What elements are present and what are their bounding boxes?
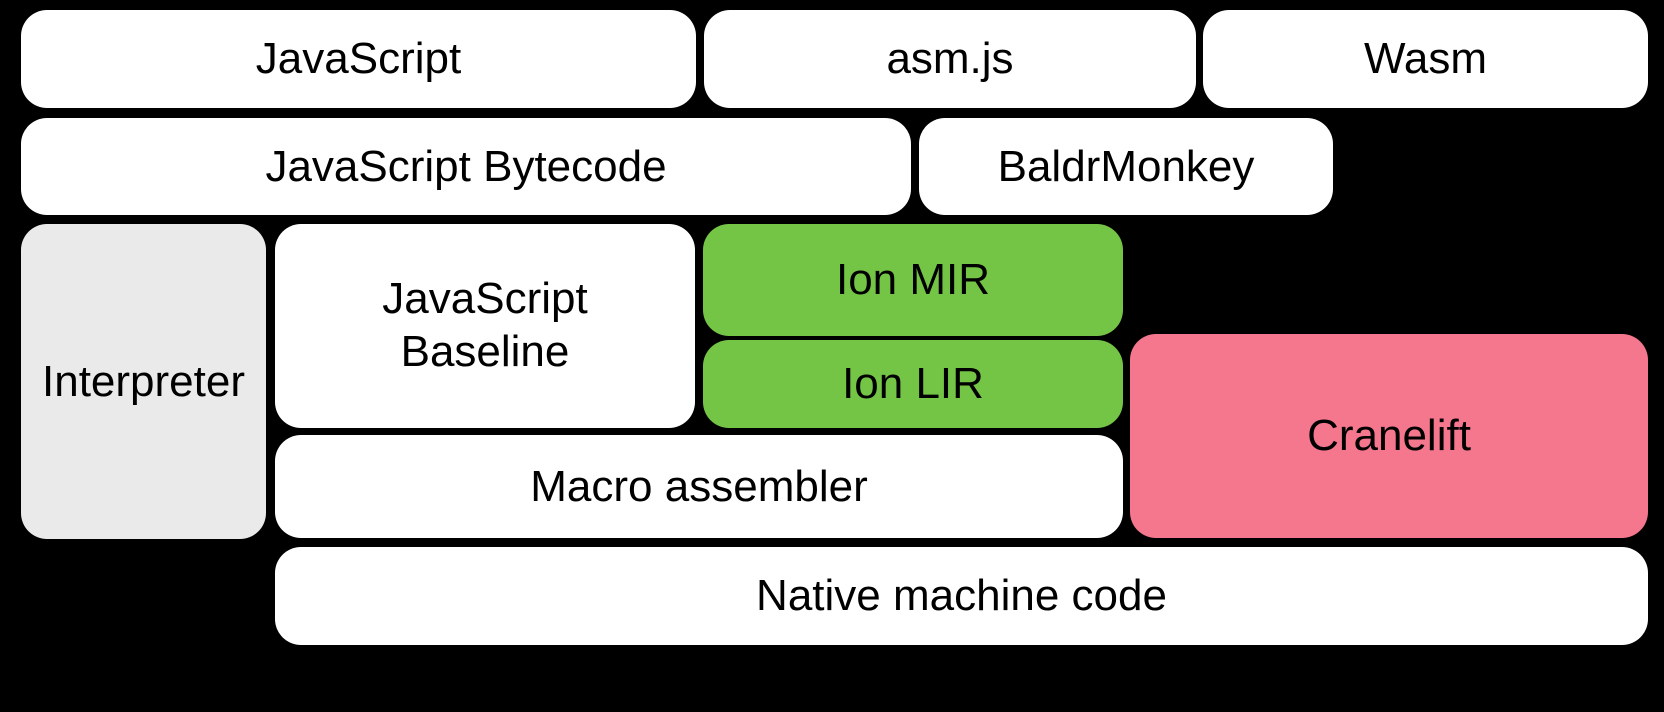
node-javascript-bytecode[interactable]: JavaScript Bytecode xyxy=(21,118,911,215)
node-wasm[interactable]: Wasm xyxy=(1203,10,1648,108)
node-macro-assembler[interactable]: Macro assembler xyxy=(275,435,1123,538)
node-cranelift[interactable]: Cranelift xyxy=(1130,334,1648,538)
node-interpreter[interactable]: Interpreter xyxy=(21,224,266,539)
node-asmjs[interactable]: asm.js xyxy=(704,10,1196,108)
node-native-machine-code[interactable]: Native machine code xyxy=(275,547,1648,645)
node-baldrmonkey[interactable]: BaldrMonkey xyxy=(919,118,1333,215)
node-javascript[interactable]: JavaScript xyxy=(21,10,696,108)
node-javascript-baseline[interactable]: JavaScript Baseline xyxy=(275,224,695,428)
node-ion-mir[interactable]: Ion MIR xyxy=(703,224,1123,336)
node-ion-lir[interactable]: Ion LIR xyxy=(703,340,1123,428)
